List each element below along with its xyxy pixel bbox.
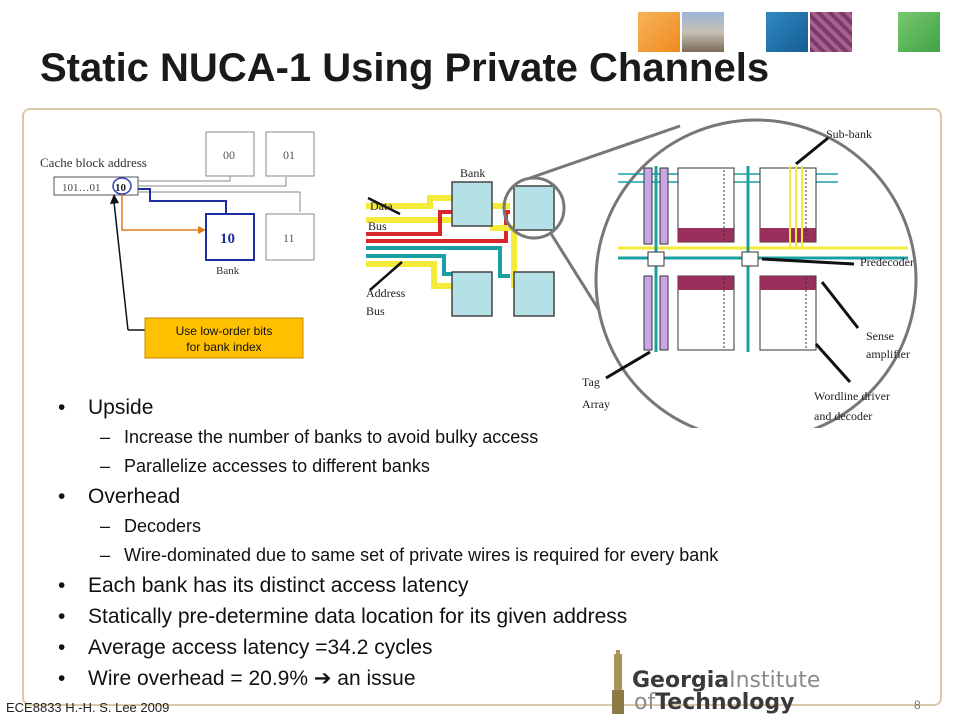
bank-top-right (513, 185, 555, 231)
bullet-item: Average access latency =34.2 cycles (58, 632, 938, 663)
bullet-list: Upside Increase the number of banks to a… (58, 392, 938, 694)
tag-array-1 (643, 167, 653, 245)
header-tile-green (898, 12, 940, 52)
svg-text:amplifier: amplifier (866, 347, 910, 361)
header-tile-blue (766, 12, 808, 52)
header-tile-orange (638, 12, 680, 52)
sub-bullet: Increase the number of banks to avoid bu… (58, 423, 938, 452)
bullet-overhead: Overhead (58, 481, 938, 512)
bank-11 (265, 213, 315, 261)
bank-index-diagram: Cache block address 101…01 10 00 01 10 1… (30, 112, 350, 370)
bank-bottom-left (451, 271, 493, 317)
bank-bottom-right (513, 271, 555, 317)
bank-00 (205, 131, 255, 177)
svg-text:00: 00 (223, 148, 235, 162)
low-bits-arrow (121, 194, 198, 231)
sub-bullet: Decoders (58, 512, 938, 541)
bank-index-note (144, 317, 304, 359)
tag-array-2 (643, 275, 653, 351)
bullet-item: Wire overhead = 20.9% ➔ an issue (58, 663, 938, 694)
svg-text:Address: Address (366, 286, 406, 300)
predecoder-right (741, 251, 759, 267)
svg-text:for bank index: for bank index (186, 340, 261, 354)
logo-technology: Technology (655, 690, 795, 715)
svg-text:Tag: Tag (582, 375, 600, 389)
nuca-bank-diagram: Bank Data Bus Address Bus Tag Array Sub-… (366, 118, 918, 428)
page-number: 8 (914, 698, 921, 712)
address-bus-teal (366, 246, 510, 278)
cache-block-address-label: Cache block address (40, 155, 147, 170)
svg-text:Predecoder: Predecoder (860, 255, 914, 269)
content-frame (22, 108, 942, 706)
bank-top-left (451, 181, 493, 227)
svg-text:Use low-order bits: Use low-order bits (176, 324, 273, 338)
svg-text:Bus: Bus (366, 304, 385, 318)
bullet-upside: Upside (58, 392, 938, 423)
svg-text:Bus: Bus (368, 219, 387, 233)
logo-of: of (634, 690, 656, 715)
bank-label: Bank (216, 265, 240, 277)
bullet-item: Each bank has its distinct access latenc… (58, 570, 938, 601)
data-bus-yellow (366, 195, 458, 209)
bank-label-right: Bank (460, 166, 485, 180)
header-photo-campus (682, 12, 724, 52)
wire-to-bank-01 (138, 177, 287, 187)
bank-10 (205, 213, 255, 261)
bullet-item: Statically pre-determine data location f… (58, 601, 938, 632)
bank-01 (265, 131, 315, 177)
wire-to-bank-11 (138, 191, 301, 212)
svg-text:10: 10 (220, 231, 235, 247)
wire-to-bank-10 (138, 188, 227, 214)
footer-course: ECE8833 H.-H. S. Lee 2009 (6, 700, 170, 715)
svg-text:11: 11 (283, 231, 295, 245)
header-photo-chip (810, 12, 852, 52)
predecoder-left (647, 251, 665, 267)
callout-arrow (113, 201, 129, 331)
georgia-tech-logo: GeorgiaInstitute ofTechnology (606, 648, 836, 718)
svg-text:Sub-bank: Sub-bank (826, 127, 872, 141)
address-prefix: 101…01 (62, 182, 101, 194)
logo-georgia: Georgia (632, 668, 730, 693)
svg-text:01: 01 (283, 148, 295, 162)
sub-bullet: Wire-dominated due to same set of privat… (58, 541, 938, 570)
sub-bullet: Parallelize accesses to different banks (58, 452, 938, 481)
svg-text:Data: Data (370, 199, 393, 213)
svg-text:Sense: Sense (866, 329, 894, 343)
bank-detail-circle (594, 118, 918, 428)
logo-institute: Institute (729, 668, 821, 693)
slide-title: Static NUCA-1 Using Private Channels (40, 46, 770, 90)
tech-tower-icon (612, 650, 624, 714)
data-bus-red (366, 210, 458, 236)
address-low-bits: 10 (115, 182, 127, 194)
